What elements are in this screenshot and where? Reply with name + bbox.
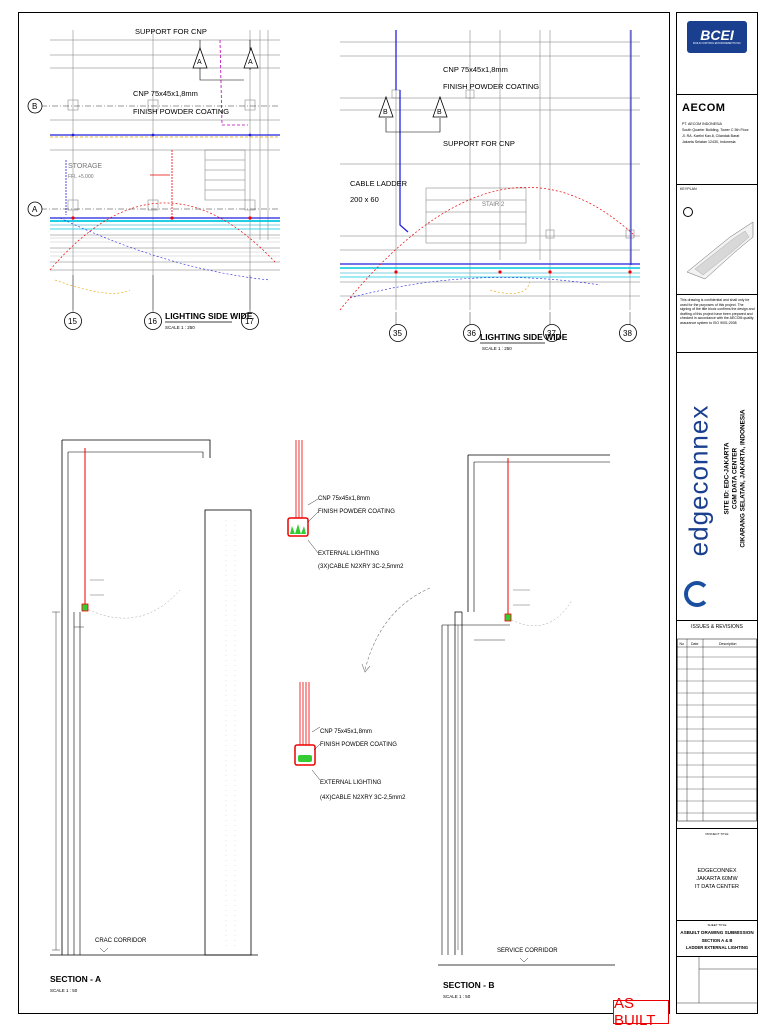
section-mark-b-label: B xyxy=(383,109,388,116)
grid-bubble-36 xyxy=(463,324,481,342)
ladder-size: 200 x 60 xyxy=(350,195,379,204)
section-a-title: SECTION - A xyxy=(50,974,101,984)
grid-bubble-37 xyxy=(543,324,561,342)
section-b-title: SECTION - B xyxy=(443,980,494,990)
section-marker-a xyxy=(192,46,208,69)
section-a-scale: SCALE 1 : 50 xyxy=(50,988,78,993)
grid-label-b: B xyxy=(32,102,37,111)
left-plan-scale: SCALE 1 : 250 xyxy=(165,325,195,330)
ladder-label: CABLE LADDER xyxy=(350,179,408,188)
aecom-box: AECOM PT. AECOM INDONESIA South Quarter … xyxy=(677,95,757,185)
keyplan-box: KEYPLAN xyxy=(677,185,757,295)
revision-table: No Date Description xyxy=(677,638,757,822)
detail-callout-a xyxy=(287,440,319,554)
svg-text:Date: Date xyxy=(691,642,698,646)
project-line-3: IT DATA CENTER xyxy=(694,884,739,890)
right-finish-label: FINISH POWDER COATING xyxy=(443,82,539,91)
project-line-1: EDGECONNEX xyxy=(697,868,737,874)
site-id: SITE ID: EDC-JAKARTA xyxy=(723,442,731,515)
corridor-a: CRAC CORRIDOR xyxy=(95,938,147,944)
revisions-box: ISSUES & REVISIONS No Date Description xyxy=(677,621,757,829)
site-address: CIKARANG SELATAN, JAKARTA, INDONESIA xyxy=(739,409,747,548)
right-plan-scale: SCALE 1 : 250 xyxy=(482,346,512,351)
sheet-title-box: SHEET TITLE ASBUILT DRAWING SUBMISSION S… xyxy=(677,921,757,957)
aecom-logo: AECOM xyxy=(682,102,726,114)
bcei-box: BCEI BUILD CONTROL ENVIRONMENTS INC xyxy=(677,13,757,95)
drawing-info-box xyxy=(677,957,757,1004)
section-marker-a2 xyxy=(243,46,259,69)
sheet-line-2: SECTION A & B xyxy=(701,938,733,943)
grid-bubble-a xyxy=(27,201,43,217)
svg-text:No: No xyxy=(680,642,685,646)
left-cnp-label: CNP 75x45x1,8mm xyxy=(133,89,198,98)
brand-box: edgeconnex SITE ID: EDC-JAKARTA CGM DATA… xyxy=(677,353,757,621)
detail-b-lighting: EXTERNAL LIGHTING xyxy=(320,780,382,786)
grid-label-a: A xyxy=(32,205,38,214)
right-plan-title: LIGHTING SIDE WIDE xyxy=(480,332,568,342)
corridor-b: SERVICE CORRIDOR xyxy=(497,948,558,954)
brand-name: edgeconnex xyxy=(683,404,714,557)
note-box: This drawing is confidential and shall o… xyxy=(677,295,757,353)
plan-left xyxy=(27,30,280,330)
bcei-logo: BCEI BUILD CONTROL ENVIRONMENTS INC xyxy=(687,21,747,53)
section-marker-b xyxy=(378,95,394,118)
section-marker-b2 xyxy=(432,95,448,118)
sheet-line-3: LADDER EXTERNAL LIGHTING xyxy=(685,945,749,950)
site-name: CGM DATA CENTER xyxy=(731,447,739,510)
project-title-box: PROJECT TITLE EDGECONNEX JAKARTA 60MW IT… xyxy=(677,829,757,921)
edgeconnex-logo-icon xyxy=(684,581,710,607)
grid-bubble-35 xyxy=(389,324,407,342)
detail-a-lighting: EXTERNAL LIGHTING xyxy=(318,551,380,557)
right-cnp-label: CNP 75x45x1,8mm xyxy=(443,65,508,74)
grid-bubble-16 xyxy=(144,312,162,330)
project-line-2: JAKARTA 60MW xyxy=(696,876,738,882)
grid-bubble-17 xyxy=(241,312,259,330)
storage-label: STORAGE xyxy=(68,163,102,170)
grid-bubble-15 xyxy=(64,312,82,330)
section-b-drawing xyxy=(438,454,615,966)
grid-label-16: 16 xyxy=(148,317,157,326)
storage-level: FFL +5.000 xyxy=(68,174,94,180)
left-plan-title: LIGHTING SIDE WIDE xyxy=(165,311,253,321)
detail-a-cnp: CNP 75x45x1,8mm xyxy=(318,496,370,502)
detail-b-finish: FINISH POWDER COATING xyxy=(320,742,397,748)
right-support-label: SUPPORT FOR CNP xyxy=(443,139,515,148)
north-arrow-icon xyxy=(683,207,693,217)
section-a-drawing xyxy=(50,439,258,956)
grid-label-36: 36 xyxy=(467,329,476,338)
title-block: BCEI BUILD CONTROL ENVIRONMENTS INC AECO… xyxy=(676,12,758,1014)
grid-bubble-b xyxy=(27,98,43,114)
as-built-stamp: AS BUILT xyxy=(613,995,669,1029)
detail-a-finish: FINISH POWDER COATING xyxy=(318,509,395,515)
detail-b-cnp: CNP 75x45x1,8mm xyxy=(320,729,372,735)
drawing-sheet xyxy=(18,12,670,1014)
detail-callout-b xyxy=(294,682,321,781)
detail-a-cable: (3X)CABLE N2XRY 3C-2,5mm2 xyxy=(318,564,404,570)
section-mark-b2-label: B xyxy=(437,109,442,116)
grid-label-17: 17 xyxy=(245,317,254,326)
grid-label-37: 37 xyxy=(547,329,556,338)
section-mark-a2-label: A xyxy=(248,59,253,66)
left-finish-label: FINISH POWDER COATING xyxy=(133,107,229,116)
stair-label: STAIR 2 xyxy=(482,202,505,208)
left-support-label: SUPPORT FOR CNP xyxy=(135,27,207,36)
grid-label-15: 15 xyxy=(68,317,77,326)
grid-bubble-38 xyxy=(619,324,637,342)
plan-right xyxy=(339,30,640,344)
grid-label-38: 38 xyxy=(623,329,632,338)
keyplan-map-icon xyxy=(686,221,754,280)
svg-text:Description: Description xyxy=(719,642,737,646)
grid-label-35: 35 xyxy=(393,329,402,338)
sheet-line-1: ASBUILT DRAWING SUBMISSION xyxy=(680,930,754,935)
section-b-scale: SCALE 1 : 50 xyxy=(443,994,471,999)
section-mark-a-label: A xyxy=(197,59,202,66)
detail-b-cable: (4X)CABLE N2XRY 3C-2,5mm2 xyxy=(320,795,406,801)
